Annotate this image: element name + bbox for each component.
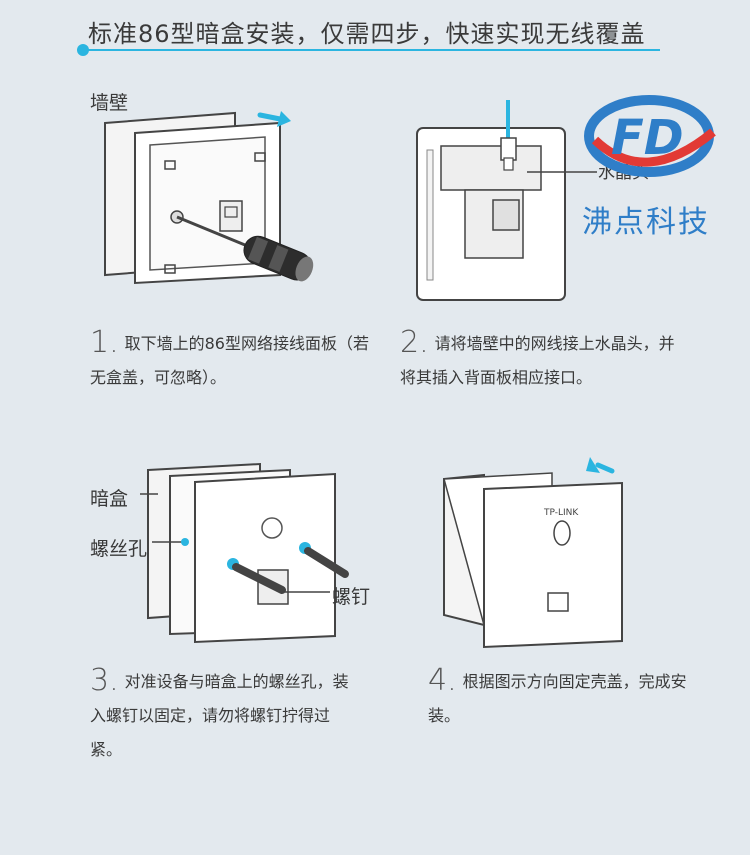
- step1-illustration: [104, 111, 314, 285]
- step4-illustration: TP-LINK: [443, 457, 623, 649]
- step-3-description: 对准设备与暗盒上的螺丝孔，装入螺钉以固定，请勿将螺钉拧得过紧。: [90, 672, 349, 759]
- brand-logo: FD: [584, 95, 716, 177]
- brand-name: 沸点科技: [582, 205, 710, 240]
- step2-illustration: [416, 100, 597, 301]
- step-3-number: 3.: [90, 663, 119, 698]
- title-underline: [82, 49, 660, 51]
- step3-illustration: [140, 462, 349, 644]
- logo-letters: FD: [611, 110, 684, 166]
- tp-link-mark: TP-LINK: [543, 508, 579, 518]
- step-2-text: 2.请将墙壁中的网线接上水晶头，并将其插入背面板相应接口。: [400, 326, 675, 395]
- title-dot: [77, 44, 89, 56]
- step-4-text: 4.根据图示方向固定壳盖，完成安装。: [428, 664, 698, 733]
- step-4-number: 4.: [428, 663, 457, 698]
- step-2-number: 2.: [400, 325, 429, 360]
- label-screw-hole: 螺丝孔: [90, 538, 148, 560]
- label-wall: 墙壁: [90, 92, 129, 114]
- label-screw: 螺钉: [332, 586, 371, 608]
- step-1-number: 1.: [90, 325, 119, 360]
- step-3-text: 3.对准设备与暗盒上的螺丝孔，装入螺钉以固定，请勿将螺钉拧得过紧。: [90, 664, 360, 767]
- step-1-text: 1.取下墙上的86型网络接线面板（若无盒盖，可忽略）。: [90, 326, 380, 395]
- page-title: 标准86型暗盒安装，仅需四步，快速实现无线覆盖: [88, 20, 646, 48]
- step-1-description: 取下墙上的86型网络接线面板（若无盒盖，可忽略）。: [90, 334, 369, 387]
- label-backbox: 暗盒: [90, 488, 129, 510]
- step-4-description: 根据图示方向固定壳盖，完成安装。: [428, 672, 687, 725]
- step-2-description: 请将墙壁中的网线接上水晶头，并将其插入背面板相应接口。: [400, 334, 675, 387]
